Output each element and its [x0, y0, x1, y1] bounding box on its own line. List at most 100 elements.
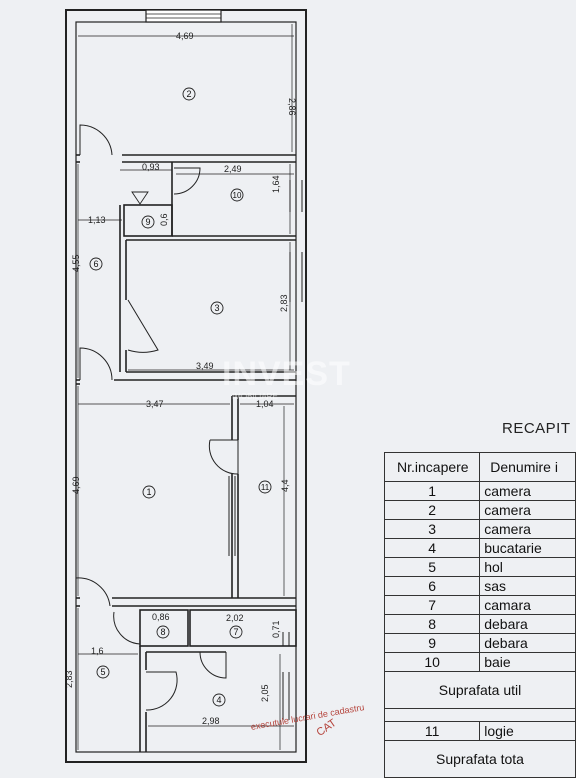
recap-gap-row	[384, 708, 576, 722]
room-number-4: 4	[216, 695, 221, 705]
shelf-icon	[131, 191, 149, 205]
dim-0-93: 0,93	[142, 162, 160, 172]
room-number-9: 9	[145, 217, 150, 227]
wall-hatching	[228, 180, 303, 720]
recap-row-nr: 11	[383, 721, 481, 741]
dim-2-98: 2,98	[202, 716, 220, 726]
recap-row-denumire: logie	[479, 721, 576, 741]
recap-row-nr: 5	[383, 557, 481, 577]
recap-suprafata-totala-row: Suprafata tota	[384, 740, 576, 778]
room-9-marker	[141, 215, 155, 229]
header-nr: Nr.incapere	[383, 452, 481, 482]
dim-1-64: 1,64	[271, 175, 281, 193]
door-room11	[208, 439, 239, 475]
room-number-3: 3	[214, 303, 219, 313]
dim-0-86: 0,86	[152, 612, 170, 622]
room-number-1: 1	[146, 487, 151, 497]
room-3-marker	[210, 301, 224, 315]
dim-2-49: 2,49	[224, 164, 242, 174]
recap-title: RECAPIT	[502, 420, 571, 437]
suprafata-utila: Suprafata util	[384, 671, 576, 709]
recap-row-nr: 10	[383, 652, 481, 672]
header-denumire: Denumire i	[479, 452, 576, 482]
door-hall	[79, 347, 113, 381]
dim-2-83-right: 2,83	[279, 294, 289, 312]
dim-1-6: 1,6	[91, 646, 104, 656]
recap-row-nr: 2	[383, 500, 481, 520]
dim-4-69-left: 4,69	[71, 476, 81, 494]
recap-row-denumire: bucatarie	[479, 538, 576, 558]
recap-header-row: Nr.incapere Denumire i	[383, 452, 576, 482]
recap-row-nr: 3	[383, 519, 481, 539]
dim-1-13: 1,13	[88, 215, 106, 225]
recap-row-nr: 4	[383, 538, 481, 558]
room-5-marker	[96, 665, 110, 679]
recap-gap	[384, 708, 576, 722]
recap-suprafata-utila-row: Suprafata util	[384, 671, 576, 709]
door-room7	[199, 651, 227, 679]
room-4-marker	[212, 693, 226, 707]
dim-4-69-top: 4,69	[176, 31, 194, 41]
recap-row-nr: 8	[383, 614, 481, 634]
recap-row-denumire: baie	[479, 652, 576, 672]
doors	[75, 124, 239, 711]
interior-walls	[76, 154, 297, 752]
room-2-marker	[182, 87, 196, 101]
recap-row-denumire: hol	[479, 557, 576, 577]
dim-4-55: 4,55	[71, 254, 81, 272]
recap-row-denumire: debara	[479, 633, 576, 653]
recap-row-denumire: sas	[479, 576, 576, 596]
dim-2-83-left: 2,83	[64, 670, 74, 688]
recap-row-nr: 6	[383, 576, 481, 596]
dim-1-04: 1,04	[256, 399, 274, 409]
window-top	[145, 9, 222, 23]
door-room10	[173, 167, 201, 195]
dim-0-71: 0,71	[271, 620, 281, 638]
dim-3-49: 3,49	[196, 361, 214, 371]
door-room3	[127, 299, 159, 353]
room-number-5: 5	[100, 667, 105, 677]
room-number-10: 10	[233, 191, 242, 200]
recap-row-denumire: debara	[479, 614, 576, 634]
room-7-marker	[229, 625, 243, 639]
room-number-11: 11	[261, 483, 270, 492]
watermark-logo: INVEST	[222, 355, 351, 393]
room-number-2: 2	[186, 89, 191, 99]
room-number-7: 7	[233, 627, 238, 637]
door-kitchen	[145, 671, 178, 711]
dim-2-86: 2,86	[287, 98, 297, 116]
suprafata-totala: Suprafata tota	[384, 740, 576, 778]
room-number-6: 6	[93, 259, 98, 269]
recap-row-nr: 9	[383, 633, 481, 653]
room-numbers: 2 10 9 6 3 1 11 8 7 5 4	[93, 89, 269, 705]
room-11-marker	[258, 480, 272, 494]
door-room1	[75, 577, 111, 607]
room-8-marker	[156, 625, 170, 639]
recap-row-denumire: camera	[479, 519, 576, 539]
room-10-marker	[230, 188, 244, 202]
room-number-8: 8	[160, 627, 165, 637]
dim-3-47: 3,47	[146, 399, 164, 409]
dim-2-05: 2,05	[260, 684, 270, 702]
recap-row-denumire: camera	[479, 500, 576, 520]
recap-row-nr: 7	[383, 595, 481, 615]
room-1-marker	[142, 485, 156, 499]
dim-4-4: 4,4	[280, 479, 290, 492]
dimension-lines	[77, 24, 294, 750]
door-room8	[113, 611, 141, 645]
recap-row-denumire: camara	[479, 595, 576, 615]
room-number-circles	[89, 87, 272, 707]
dim-2-02: 2,02	[226, 613, 244, 623]
